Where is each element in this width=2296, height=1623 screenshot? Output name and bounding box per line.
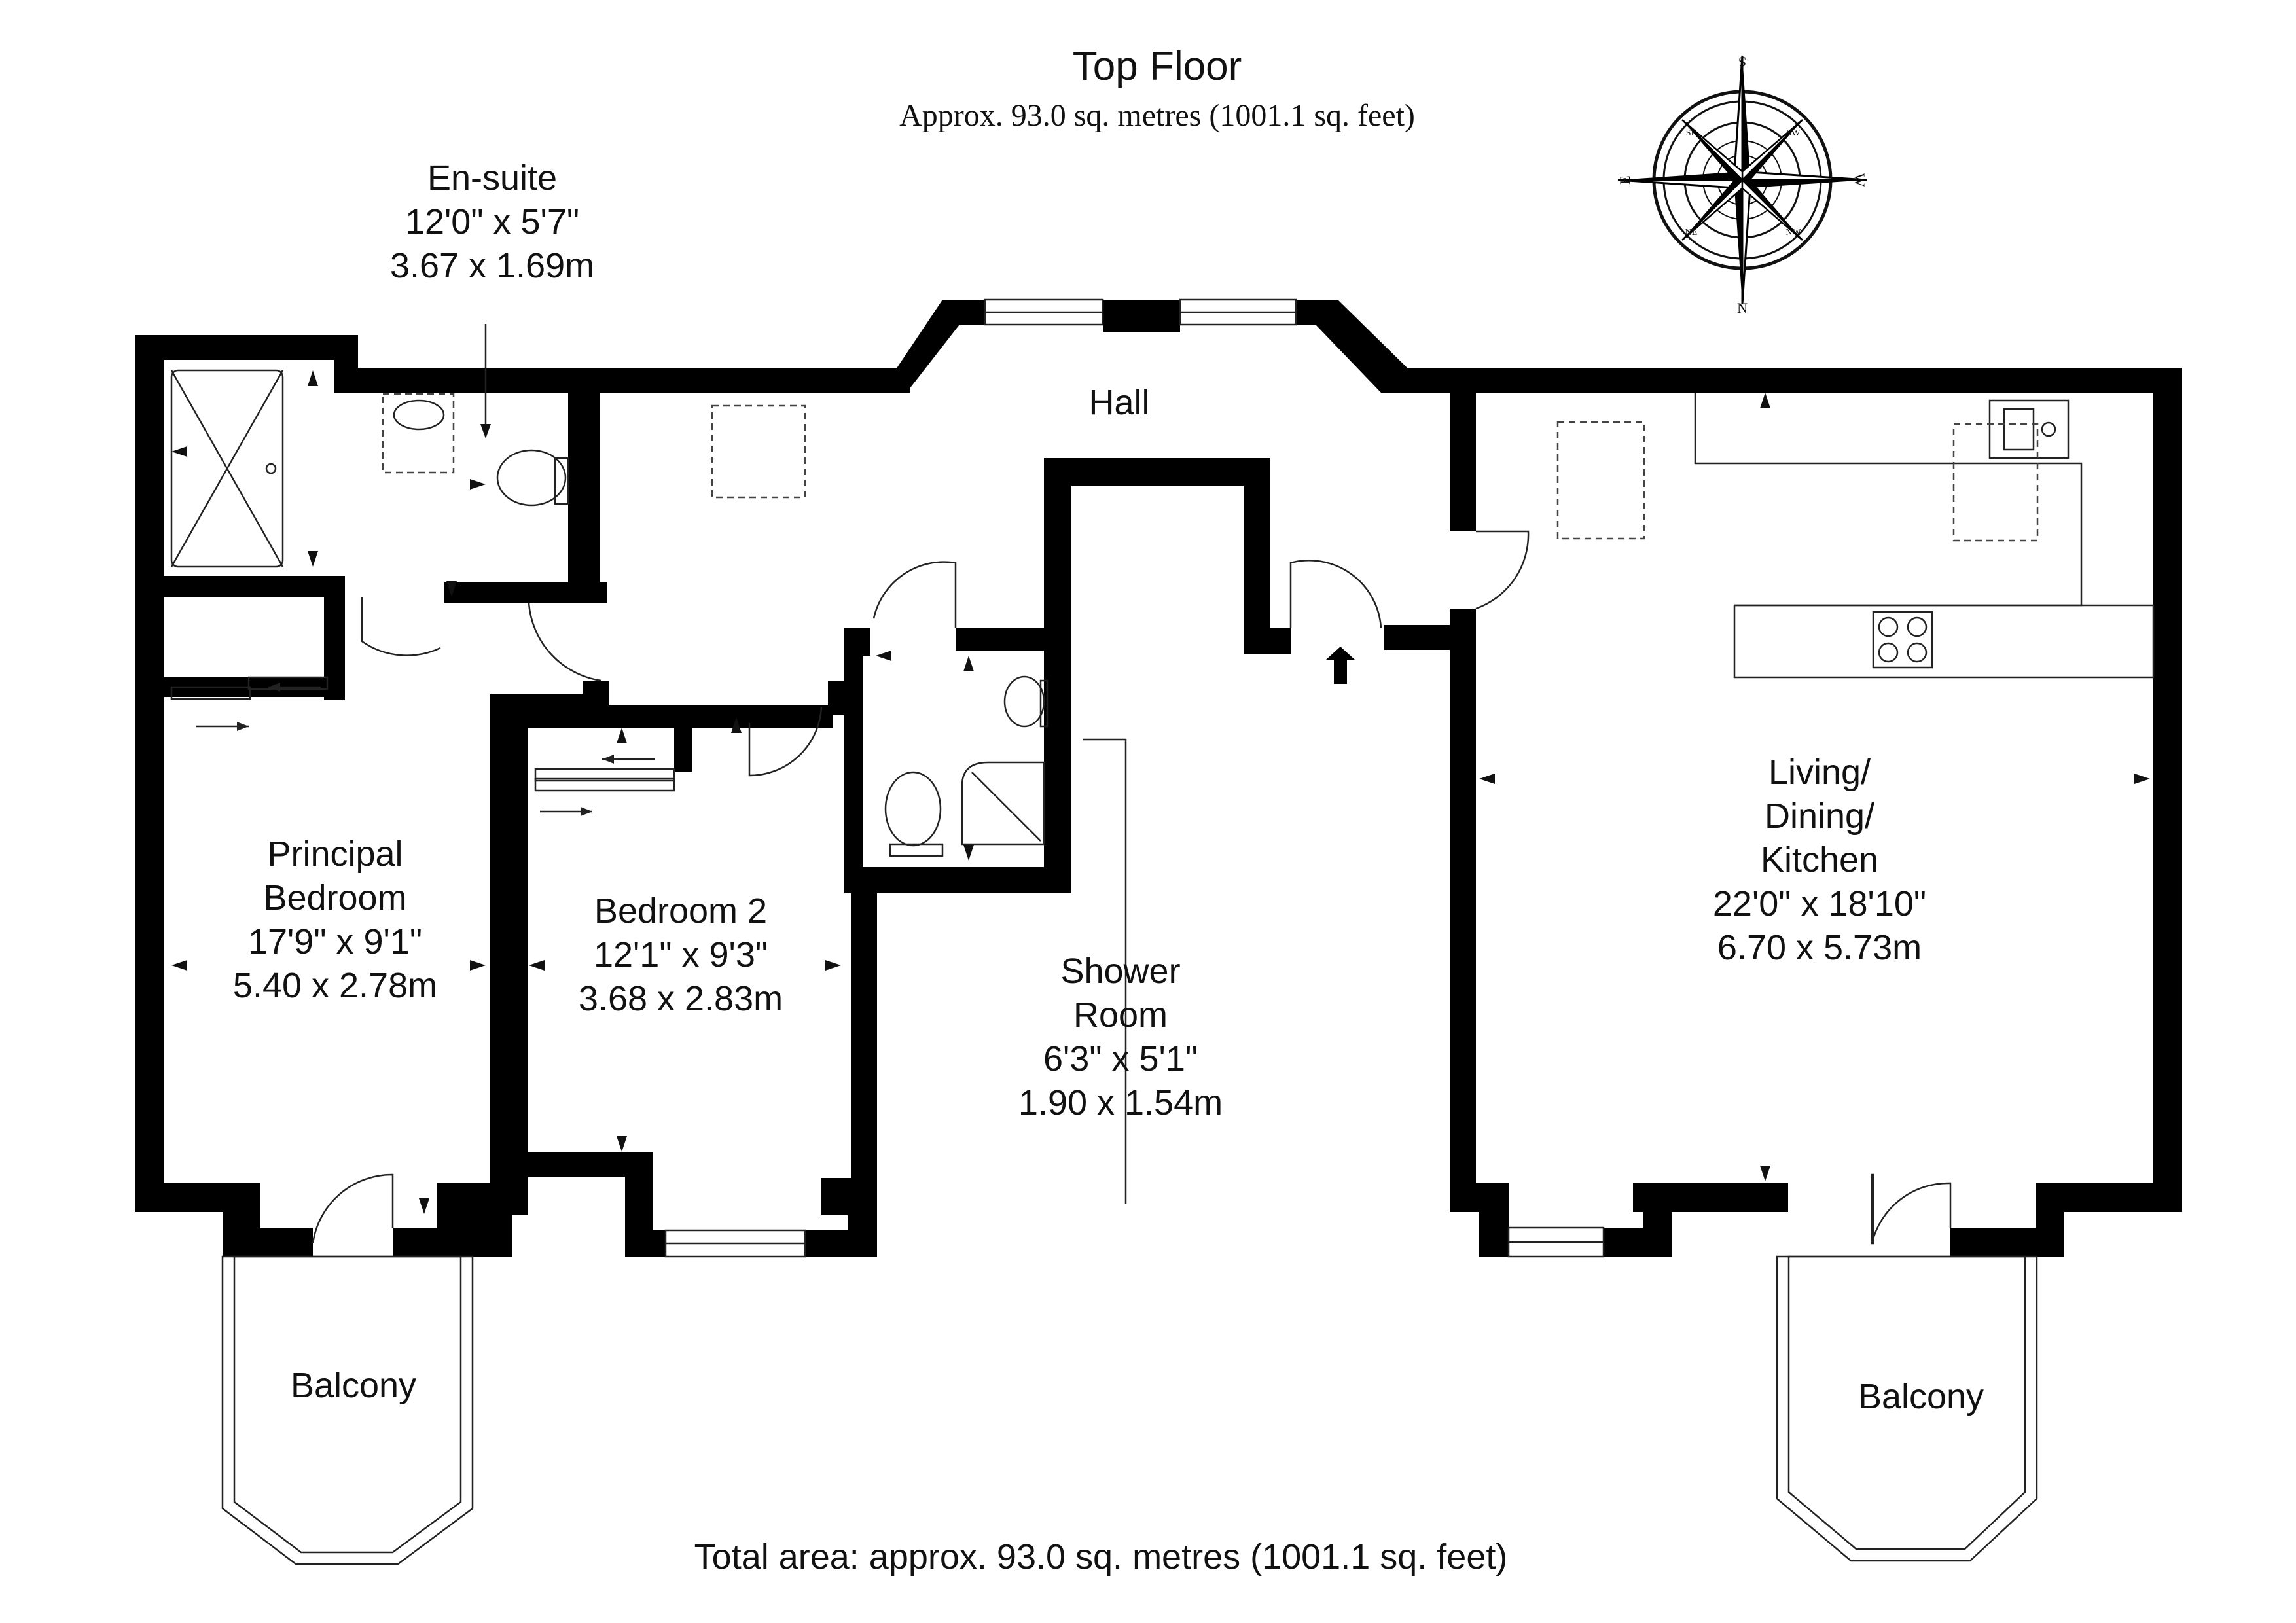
fixtures (170, 369, 2155, 1204)
living-name-3: Kitchen (1761, 840, 1878, 880)
room-label-ensuite: En-suite 12'0" x 5'7" 3.67 x 1.69m (390, 158, 594, 285)
floor-title: Top Floor (1073, 44, 1242, 89)
compass-rose-icon: S W N E SW NW NE SE (1617, 54, 1868, 316)
walls (135, 300, 2182, 1257)
ensuite-name: En-suite (427, 158, 557, 198)
compass-letter-s: S (1738, 54, 1746, 70)
bedroom2-metric: 3.68 x 2.83m (579, 979, 783, 1018)
living-imperial: 22'0" x 18'10" (1713, 884, 1926, 923)
principal-name-1: Principal (267, 834, 403, 874)
balconies (221, 1255, 2038, 1565)
door-swings (312, 530, 1952, 1245)
total-area: Total area: approx. 93.0 sq. metres (100… (694, 1537, 1508, 1577)
ensuite-imperial: 12'0" x 5'7" (405, 202, 579, 241)
balcony-left-name: Balcony (291, 1366, 416, 1405)
living-name-1: Living/ (1768, 753, 1871, 792)
bedroom2-name: Bedroom 2 (594, 891, 767, 931)
principal-name-2: Bedroom (263, 878, 406, 918)
room-label-shower: Shower Room 6'3" x 5'1" 1.90 x 1.54m (1018, 952, 1223, 1122)
compass-letter-e: E (1617, 175, 1633, 184)
floor-area-subtitle: Approx. 93.0 sq. metres (1001.1 sq. feet… (899, 98, 1415, 133)
principal-imperial: 17'9" x 9'1" (248, 922, 422, 961)
shower-name-2: Room (1073, 995, 1168, 1035)
compass-letter-sw: SW (1787, 128, 1801, 138)
windows (664, 298, 1605, 1258)
compass-letter-w: W (1852, 173, 1868, 187)
room-label-principal: Principal Bedroom 17'9" x 9'1" 5.40 x 2.… (233, 834, 437, 1005)
principal-metric: 5.40 x 2.78m (233, 966, 437, 1005)
compass-letter-n: N (1737, 300, 1748, 316)
hall-name: Hall (1088, 383, 1149, 422)
entrance-arrow-icon (1326, 647, 1355, 684)
shower-metric: 1.90 x 1.54m (1018, 1083, 1223, 1122)
ensuite-metric: 3.67 x 1.69m (390, 246, 594, 285)
balcony-right-name: Balcony (1858, 1377, 1984, 1416)
bedroom2-imperial: 12'1" x 9'3" (594, 935, 768, 974)
compass-letter-se: SE (1686, 128, 1696, 138)
room-label-bedroom2: Bedroom 2 12'1" x 9'3" 3.68 x 2.83m (579, 891, 783, 1018)
living-metric: 6.70 x 5.73m (1717, 928, 1922, 967)
living-name-2: Dining/ (1765, 796, 1874, 836)
compass-letter-nw: NW (1785, 228, 1801, 238)
shower-imperial: 6'3" x 5'1" (1043, 1039, 1198, 1079)
dimension-arrows (171, 370, 2150, 1214)
shower-name-1: Shower (1060, 952, 1180, 991)
compass-letter-ne: NE (1685, 228, 1698, 238)
room-label-living: Living/ Dining/ Kitchen 22'0" x 18'10" 6… (1713, 753, 1926, 967)
